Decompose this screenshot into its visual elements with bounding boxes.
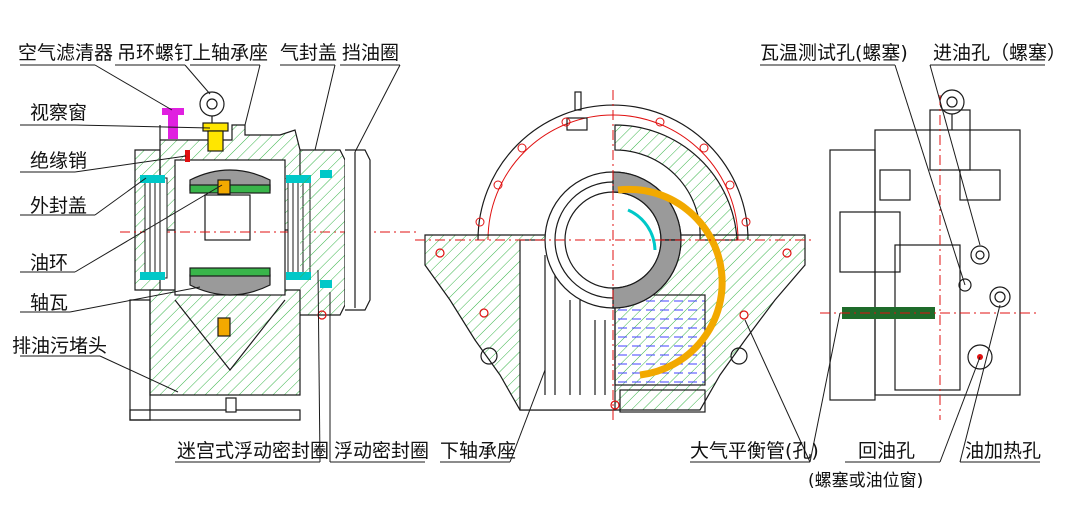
label-oil-heating: 油加热孔 xyxy=(965,440,1042,462)
oil-heating-plug xyxy=(989,286,1011,308)
label-oil-return-note: (螺塞或油位窗) xyxy=(808,471,924,491)
oil-ring-arc xyxy=(617,185,726,379)
label-floating-seal: 浮动密封圈 xyxy=(334,440,430,462)
label-bearing-shell: 轴瓦 xyxy=(30,292,69,314)
oil-inlet-plug xyxy=(970,245,990,265)
label-air-filter: 空气滤清器 xyxy=(18,42,114,64)
label-insulating-pin: 绝缘销 xyxy=(30,150,88,172)
label-sight-window: 视察窗 xyxy=(30,102,88,124)
upper-arc-holes xyxy=(475,117,751,227)
bearing-shell-bottom xyxy=(189,274,271,296)
middle-end-view xyxy=(415,90,815,420)
oil-retaining-ring xyxy=(345,149,371,311)
label-oil-return: 回油孔 xyxy=(858,440,916,462)
lifting-bolt-eye xyxy=(199,91,225,117)
label-pad-temp-hole: 瓦温测试孔(螺塞) xyxy=(760,42,908,64)
label-outer-seal-cover: 外封盖 xyxy=(30,195,88,217)
air-filter xyxy=(162,108,184,115)
leader-lines xyxy=(20,64,1045,463)
label-air-seal-cover: 气封盖 xyxy=(280,42,338,64)
label-oil-ring: 油环 xyxy=(30,252,69,274)
label-lifting-bolt: 吊环螺钉 xyxy=(117,42,194,64)
label-balance-pipe: 大气平衡管(孔) xyxy=(690,440,819,462)
label-labyrinth-seal: 迷宫式浮动密封圈 xyxy=(177,440,330,462)
vent-plug xyxy=(202,122,229,132)
label-oil-retaining-ring: 挡油圈 xyxy=(342,42,400,64)
label-upper-bearing-seat: 上轴承座 xyxy=(192,42,269,64)
lower-housing xyxy=(149,289,301,396)
label-drain-plug: 排油污堵头 xyxy=(12,335,108,357)
left-section-view xyxy=(120,91,420,421)
label-lower-bearing-seat: 下轴承座 xyxy=(440,440,517,462)
right-side-view xyxy=(820,89,1040,420)
label-oil-inlet: 进油孔（螺塞） xyxy=(933,42,1067,64)
oil-return-plug xyxy=(967,344,993,370)
